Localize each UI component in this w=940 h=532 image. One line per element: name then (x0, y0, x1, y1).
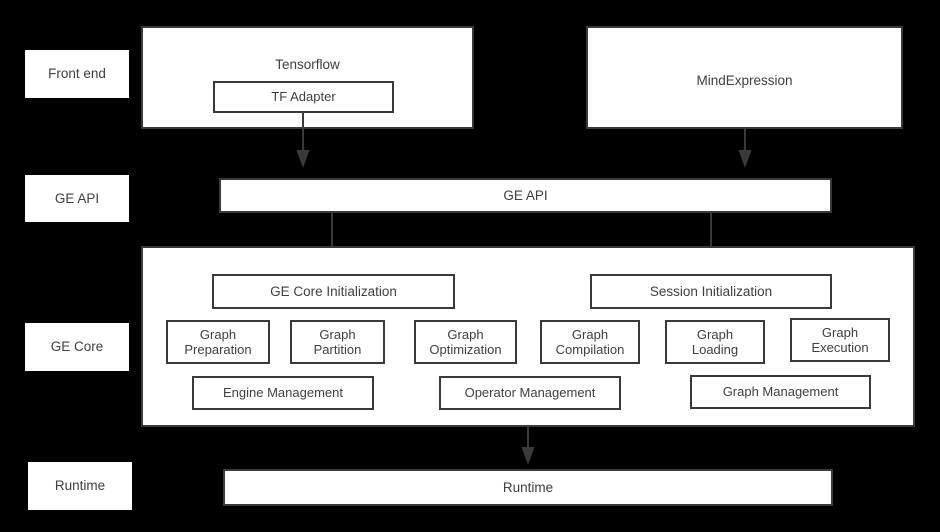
graph-optimization-box[interactable]: Graph Optimization (414, 320, 517, 364)
graph-compilation-box[interactable]: Graph Compilation (540, 320, 640, 364)
rail-label-ge-core: GE Core (25, 323, 129, 371)
graph-execution-box[interactable]: Graph Execution (790, 318, 890, 362)
tensorflow-container[interactable]: Tensorflow (141, 26, 474, 129)
arrowhead-mindexpression-to-ge-api (737, 148, 753, 168)
ge-api-bar[interactable]: GE API (219, 178, 832, 213)
rail-label-ge-api: GE API (25, 175, 129, 222)
engine-management-box[interactable]: Engine Management (192, 376, 374, 410)
connector-line-mindexpression-to-ge-api (744, 129, 746, 151)
arrowhead-ge-core-to-runtime (520, 445, 536, 465)
rail-label-runtime: Runtime (28, 462, 132, 510)
tensorflow-title: Tensorflow (275, 57, 340, 72)
graph-management-box[interactable]: Graph Management (690, 375, 871, 409)
connector-line-ge-api-to-ge-core-init (331, 213, 333, 257)
graph-preparation-box[interactable]: Graph Preparation (166, 320, 270, 364)
graph-partition-box[interactable]: Graph Partition (290, 320, 385, 364)
arrowhead-tf-adapter-to-ge-api (295, 148, 311, 168)
mindexpression-title: MindExpression (696, 73, 793, 88)
session-initialization-box[interactable]: Session Initialization (590, 274, 832, 309)
rail-label-front-end: Front end (25, 50, 129, 98)
connector-line-ge-api-to-session-init (710, 213, 712, 257)
connector-line-ge-core-to-runtime (527, 427, 529, 452)
graph-loading-box[interactable]: Graph Loading (665, 320, 765, 364)
tf-adapter-box[interactable]: TF Adapter (213, 81, 394, 113)
operator-management-box[interactable]: Operator Management (439, 376, 621, 410)
runtime-bar[interactable]: Runtime (223, 469, 833, 506)
ge-core-initialization-box[interactable]: GE Core Initialization (212, 274, 455, 309)
connector-line-tf-adapter-to-ge-api (302, 113, 304, 151)
mindexpression-container[interactable]: MindExpression (586, 26, 903, 129)
